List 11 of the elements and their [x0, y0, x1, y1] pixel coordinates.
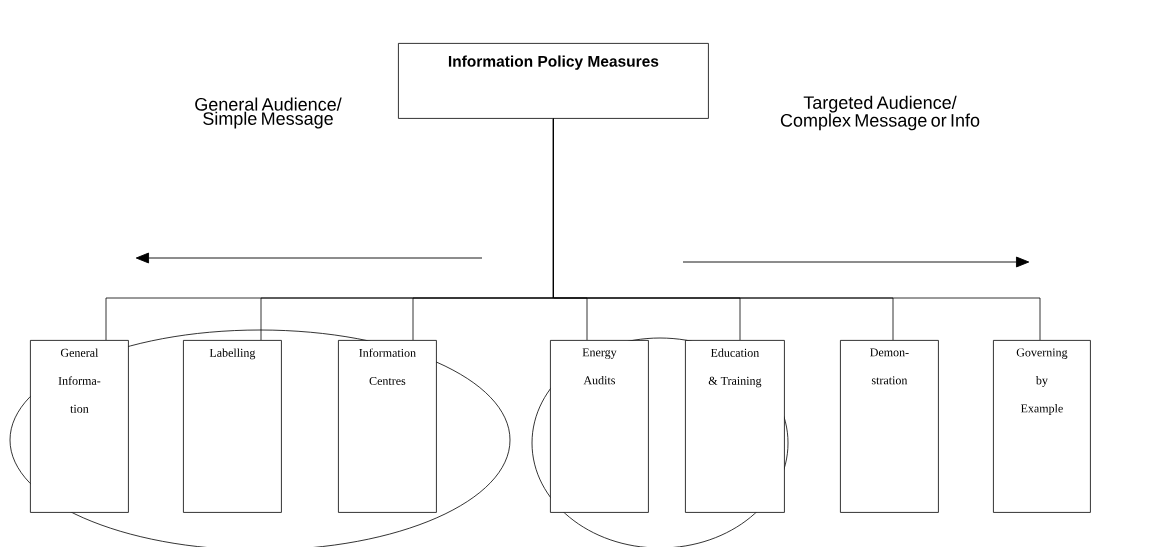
connector-line — [553, 118, 1041, 341]
audience-label: General Audience/ Simple Message — [195, 97, 342, 129]
measure-box: Energy Audits — [550, 340, 649, 513]
audience-label: Targeted Audience/ Complex Message or Info — [780, 95, 980, 131]
measure-box: Education & Training — [685, 340, 785, 513]
measure-box: Governing by Example — [993, 340, 1091, 513]
measure-box: General Informa- tion — [30, 340, 129, 513]
measure-box: Demon- stration — [840, 340, 939, 513]
title-box: Information Policy Measures — [398, 43, 709, 119]
measure-box: Labelling — [183, 340, 282, 513]
measure-box: Information Centres — [338, 340, 437, 513]
